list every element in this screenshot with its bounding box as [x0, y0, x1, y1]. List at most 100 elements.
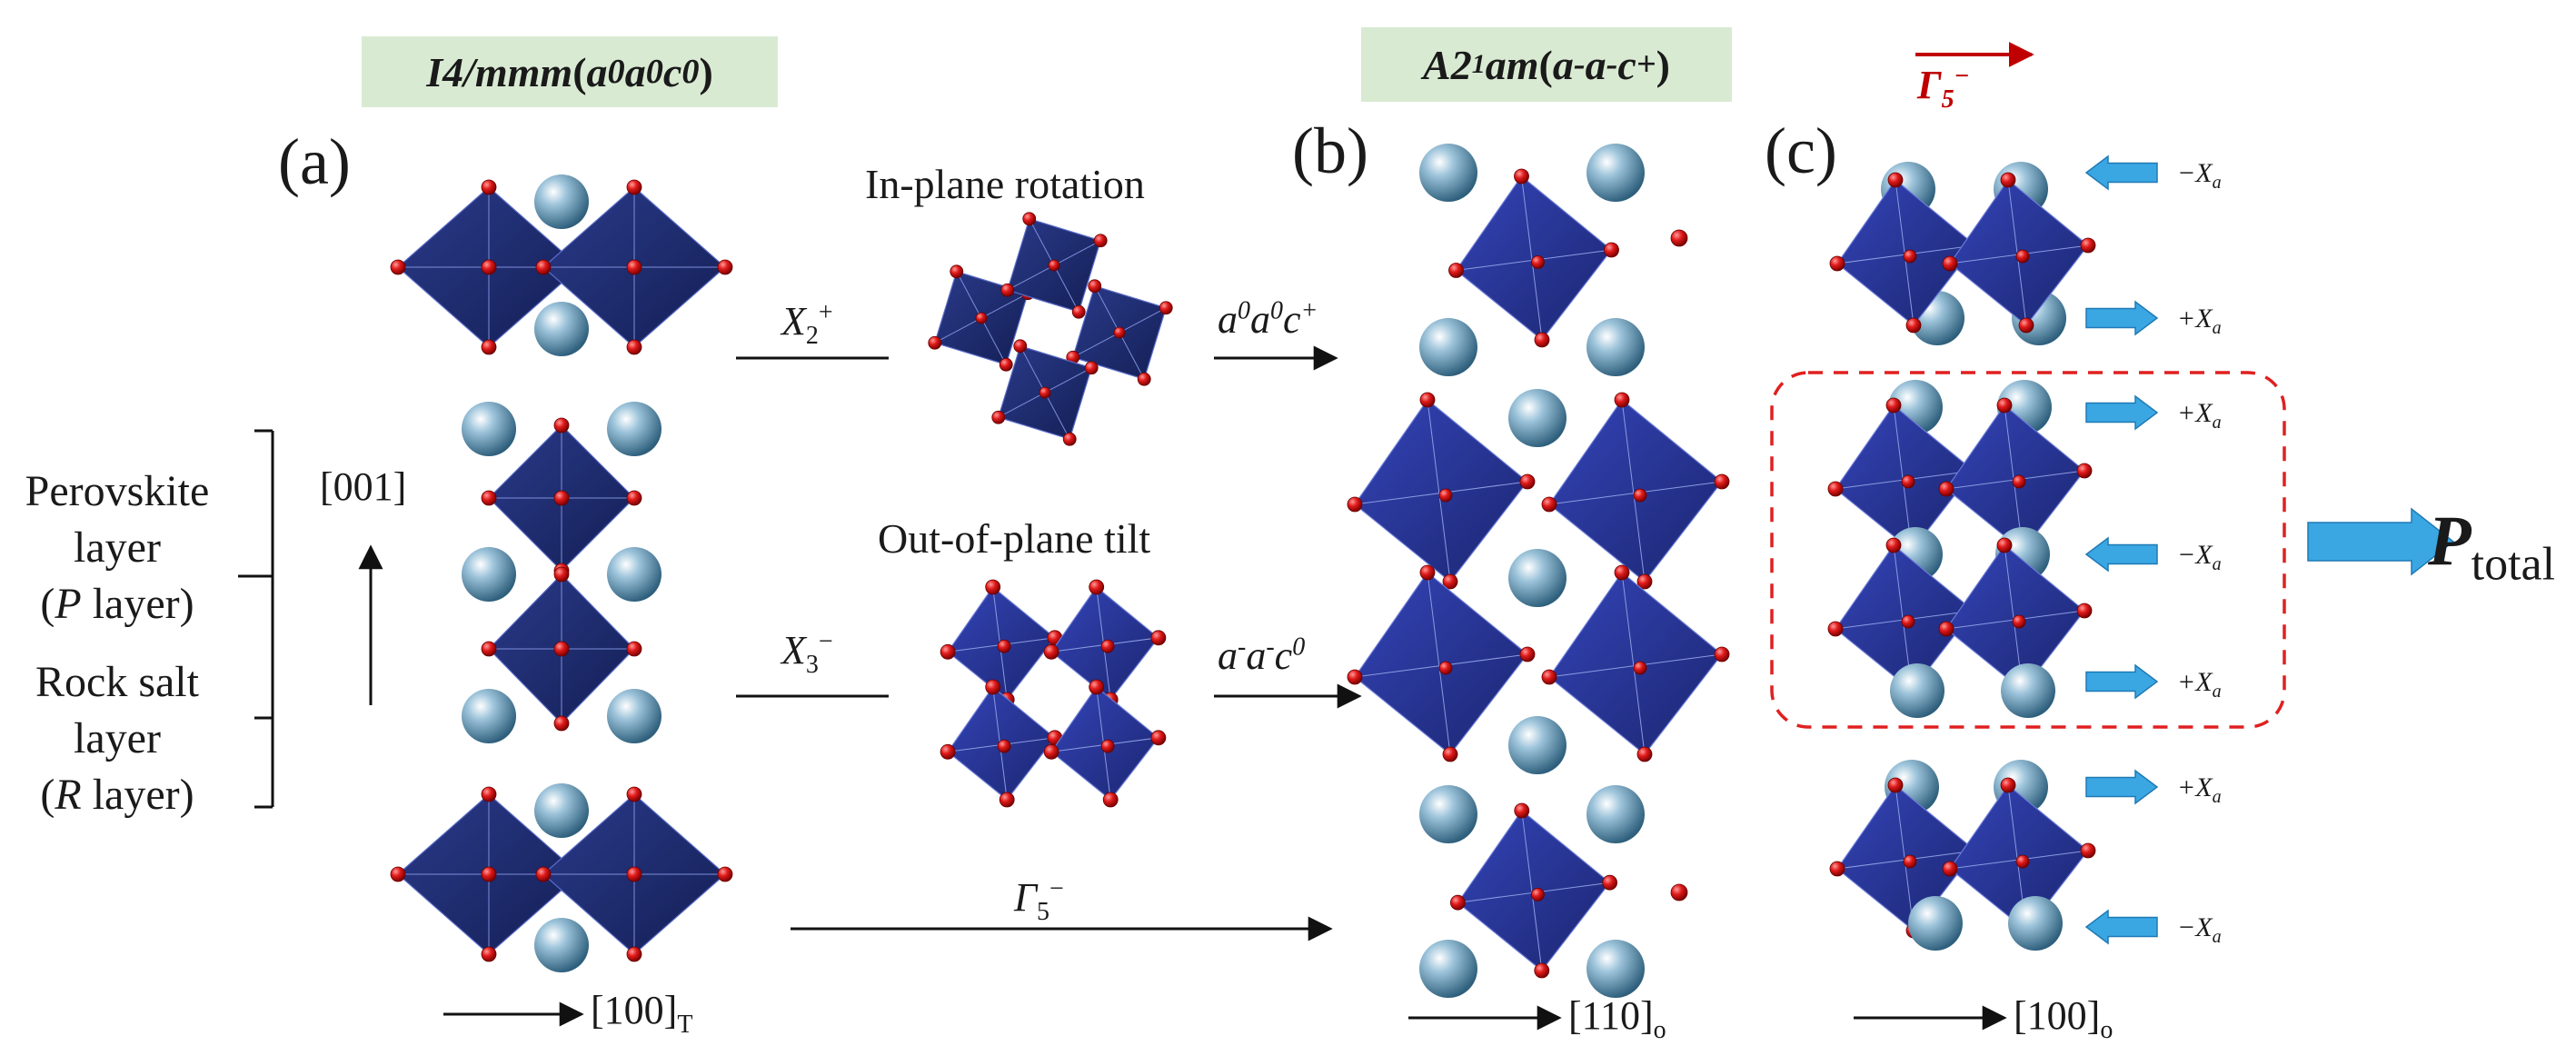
cation-sphere — [534, 302, 589, 356]
octahedron-edge — [1521, 175, 1543, 341]
cation-sphere — [1419, 940, 1477, 998]
xa-sub: a — [2212, 787, 2222, 807]
oxygen-atom — [991, 410, 1006, 424]
xa-sub: a — [2212, 173, 2222, 193]
oxygen-atom — [2018, 317, 2034, 334]
op-sup: − — [1049, 874, 1064, 903]
oxygen-atom — [1829, 861, 1845, 877]
oxygen-atom — [1541, 669, 1557, 685]
cation-sphere — [607, 689, 661, 743]
oxygen-atom — [1903, 854, 1917, 869]
oxygen-atom — [626, 490, 642, 506]
oxygen-atom — [1670, 229, 1688, 247]
perovskite-line-2: layer — [74, 523, 161, 572]
oxygen-atom — [390, 259, 406, 275]
header-a21am-close: ) — [1656, 41, 1670, 88]
p-symbol: P — [55, 580, 82, 628]
oxygen-atom — [1043, 743, 1059, 760]
oxygen-atom — [481, 179, 497, 195]
header-i4mmm-paren: ( — [572, 48, 587, 95]
oxygen-atom — [1614, 564, 1630, 581]
oxygen-atom — [717, 259, 733, 275]
oxygen-atom — [1071, 304, 1086, 319]
panel-label-b: (b) — [1292, 115, 1368, 187]
oxygen-atom — [390, 866, 406, 882]
oxygen-atom — [1887, 172, 1904, 188]
oxygen-atom — [2000, 172, 2016, 188]
cation-sphere — [462, 547, 516, 602]
cation-sphere — [1508, 549, 1566, 607]
oxygen-atom — [2000, 777, 2016, 793]
oxygen-atom — [1531, 888, 1545, 902]
xa-arrow — [2085, 769, 2159, 805]
xa-sub: a — [2212, 927, 2222, 947]
xa-label-7: −Xa — [2177, 912, 2222, 947]
header-i4mmm-group: I4/mmm — [426, 48, 573, 95]
perovskite-polar-box — [1770, 371, 2286, 729]
octahedron-edge — [1521, 810, 1543, 971]
oxygen-atom — [1514, 168, 1529, 184]
oxygen-atom — [1901, 474, 1915, 489]
oxygen-atom — [626, 259, 642, 275]
polar-mode-label: Γ5− — [1917, 64, 1970, 112]
oxygen-atom — [1534, 962, 1550, 979]
oxygen-atom — [1541, 496, 1557, 513]
axis-110o-label: [110]o — [1568, 996, 1666, 1043]
oxygen-atom — [1448, 263, 1464, 278]
xa-text: −X — [2177, 540, 2213, 570]
oxygen-atom — [481, 490, 497, 506]
axis-sub: o — [1653, 1015, 1666, 1044]
oxygen-atom — [1942, 255, 1958, 272]
oxygen-atom — [985, 679, 1001, 695]
xa-text: +X — [2177, 398, 2213, 428]
oxygen-atom — [1419, 564, 1436, 581]
xa-sub: a — [2212, 682, 2222, 702]
oxygen-atom — [1519, 473, 1536, 490]
result-tilt: a-a-c0 — [1218, 634, 1305, 676]
op-sub: 3 — [805, 650, 819, 679]
xa-text: −X — [2177, 912, 2213, 942]
oxygen-atom — [1089, 579, 1105, 595]
oxygen-atom — [1100, 739, 1115, 753]
cation-sphere — [1508, 389, 1566, 447]
xa-sub: a — [2212, 413, 2222, 433]
oxygen-atom — [1670, 883, 1688, 902]
glazer-a1: a — [1218, 297, 1238, 342]
glazer-a2: a — [1250, 297, 1270, 342]
cation-sphere — [534, 783, 589, 838]
paren: ( — [40, 771, 55, 819]
oxygen-atom — [1829, 255, 1845, 272]
octahedron-edge — [1427, 572, 1451, 755]
oxygen-atom — [1084, 361, 1099, 375]
xa-sub: a — [2212, 318, 2222, 338]
oxygen-atom — [1062, 432, 1077, 446]
op-symbol: Γ — [1014, 875, 1038, 920]
oxygen-atom — [1048, 259, 1060, 272]
cation-sphere — [1586, 144, 1645, 202]
oxygen-atom — [997, 639, 1011, 653]
xa-arrow — [2084, 909, 2158, 945]
rocksalt-line-1: Rock salt — [35, 658, 199, 706]
cation-sphere — [534, 174, 589, 229]
cation-sphere — [1890, 663, 1944, 718]
perovskite-line-3: (P layer) — [0, 576, 234, 633]
axis-text: [100] — [591, 988, 678, 1032]
oxygen-atom — [975, 312, 988, 324]
oxygen-atom — [481, 866, 497, 882]
cation-sphere — [1419, 318, 1477, 376]
crystal-structures — [390, 144, 2096, 998]
xa-arrow — [2085, 300, 2159, 336]
oxygen-atom — [1442, 746, 1458, 762]
axis-text: [100] — [2014, 993, 2101, 1038]
oxygen-atom — [1996, 537, 2013, 553]
oxygen-atom — [1714, 473, 1730, 490]
oxygen-atom — [1938, 621, 1954, 637]
oxygen-atom — [1636, 746, 1653, 762]
oxygen-atom — [1887, 777, 1904, 793]
oxygen-atom — [1614, 392, 1630, 408]
p-sub: total — [2471, 538, 2556, 591]
oxygen-atom — [1089, 679, 1105, 695]
xa-text: −X — [2177, 158, 2213, 188]
oxygen-atom — [1150, 730, 1167, 746]
